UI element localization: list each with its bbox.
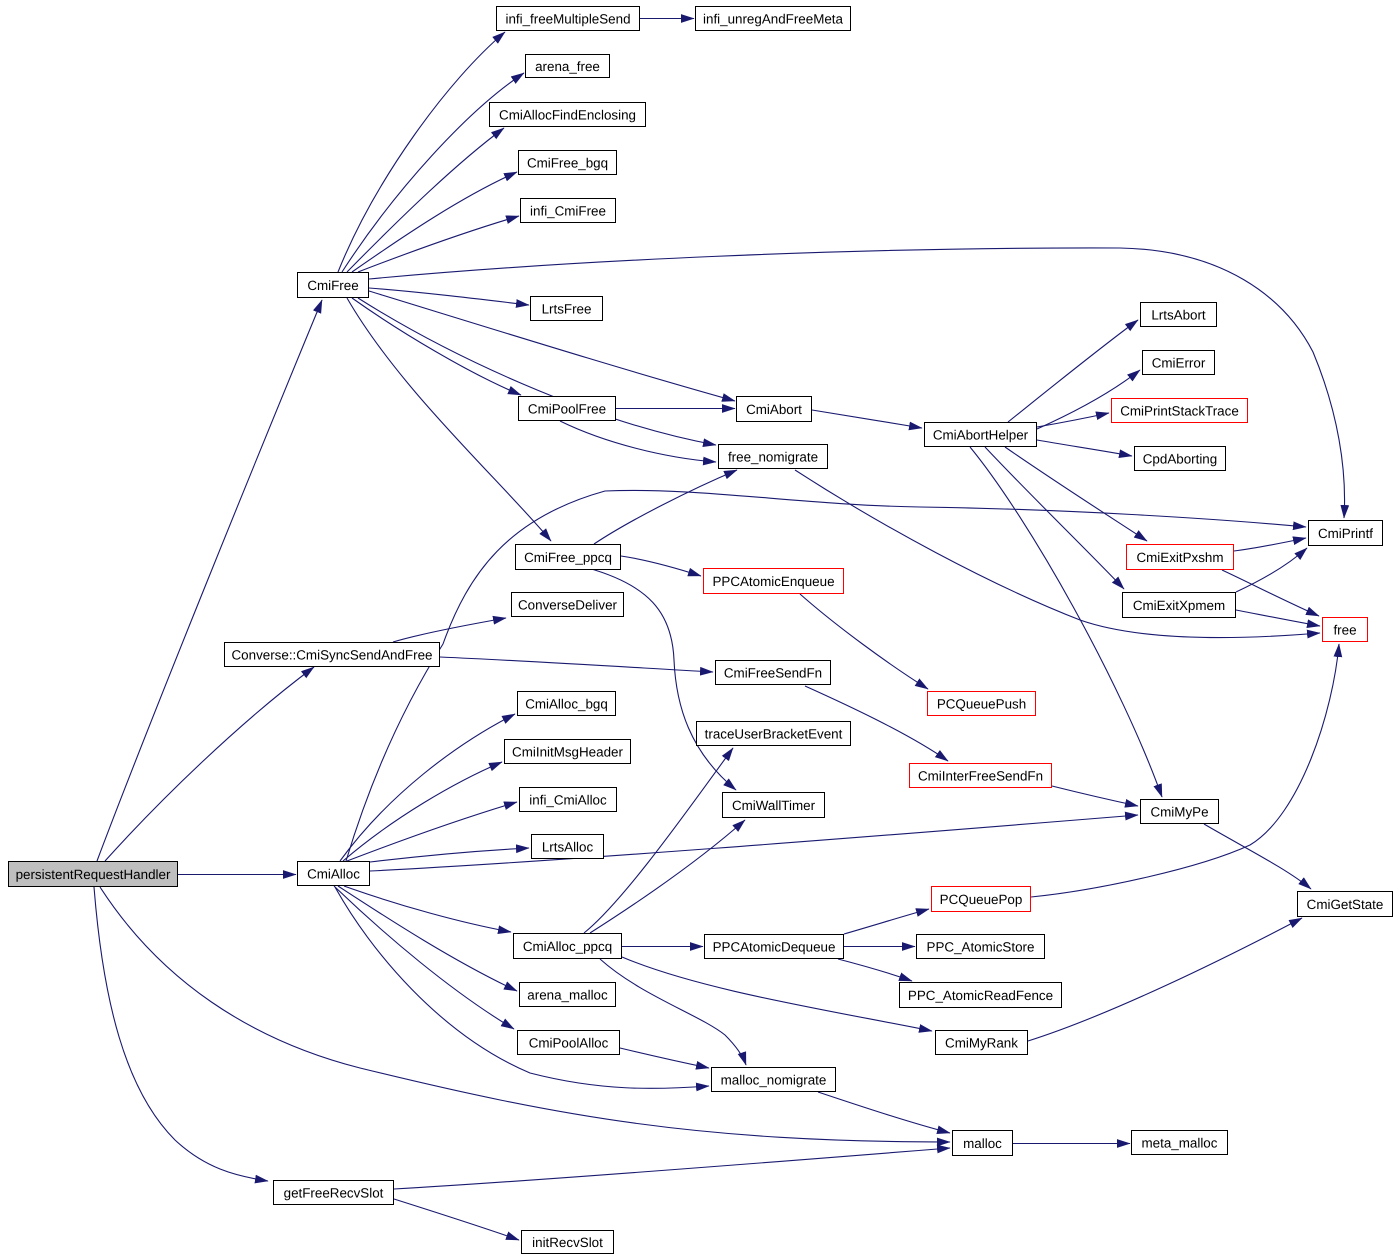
svg-text:LrtsAbort: LrtsAbort xyxy=(1151,307,1206,322)
svg-text:infi_freeMultipleSend: infi_freeMultipleSend xyxy=(505,11,630,26)
svg-text:CmiAllocFindEnclosing: CmiAllocFindEnclosing xyxy=(499,107,636,122)
svg-text:CmiFree: CmiFree xyxy=(307,278,358,293)
svg-text:CmiAlloc_ppcq: CmiAlloc_ppcq xyxy=(523,939,612,954)
svg-text:CmiAbort: CmiAbort xyxy=(746,402,802,417)
svg-text:CmiInterFreeSendFn: CmiInterFreeSendFn xyxy=(918,768,1043,783)
svg-text:CmiPrintf: CmiPrintf xyxy=(1318,526,1373,541)
svg-text:CmiMyPe: CmiMyPe xyxy=(1150,804,1208,819)
svg-text:CmiAlloc: CmiAlloc xyxy=(307,866,360,881)
svg-text:PPC_AtomicStore: PPC_AtomicStore xyxy=(927,939,1035,954)
svg-text:free: free xyxy=(1333,622,1356,637)
svg-text:PCQueuePop: PCQueuePop xyxy=(940,892,1023,907)
svg-text:infi_unregAndFreeMeta: infi_unregAndFreeMeta xyxy=(703,11,843,26)
svg-text:CmiExitXpmem: CmiExitXpmem xyxy=(1133,598,1225,613)
svg-text:CmiGetState: CmiGetState xyxy=(1307,897,1384,912)
svg-text:CmiError: CmiError xyxy=(1152,355,1206,370)
svg-text:CmiPoolAlloc: CmiPoolAlloc xyxy=(529,1035,609,1050)
svg-text:infi_CmiAlloc: infi_CmiAlloc xyxy=(529,792,607,807)
svg-text:traceUserBracketEvent: traceUserBracketEvent xyxy=(705,726,843,741)
svg-text:initRecvSlot: initRecvSlot xyxy=(532,1235,603,1250)
svg-text:CmiFree_bgq: CmiFree_bgq xyxy=(527,155,608,170)
svg-text:CmiFreeSendFn: CmiFreeSendFn xyxy=(724,665,822,680)
svg-text:LrtsAlloc: LrtsAlloc xyxy=(542,839,594,854)
svg-text:ConverseDeliver: ConverseDeliver xyxy=(518,597,618,612)
svg-text:malloc_nomigrate: malloc_nomigrate xyxy=(721,1072,827,1087)
svg-text:CpdAborting: CpdAborting xyxy=(1143,451,1217,466)
svg-text:meta_malloc: meta_malloc xyxy=(1142,1135,1218,1150)
svg-text:PPCAtomicDequeue: PPCAtomicDequeue xyxy=(713,939,836,954)
svg-text:CmiExitPxshm: CmiExitPxshm xyxy=(1136,550,1223,565)
svg-text:infi_CmiFree: infi_CmiFree xyxy=(530,203,606,218)
svg-text:CmiInitMsgHeader: CmiInitMsgHeader xyxy=(512,744,623,759)
svg-text:persistentRequestHandler: persistentRequestHandler xyxy=(16,867,171,882)
svg-text:CmiPoolFree: CmiPoolFree xyxy=(528,401,606,416)
svg-text:CmiWallTimer: CmiWallTimer xyxy=(732,798,816,813)
svg-text:PCQueuePush: PCQueuePush xyxy=(937,696,1026,711)
svg-text:CmiPrintStackTrace: CmiPrintStackTrace xyxy=(1120,403,1239,418)
svg-text:Converse::CmiSyncSendAndFree: Converse::CmiSyncSendAndFree xyxy=(232,647,433,662)
svg-text:CmiAlloc_bgq: CmiAlloc_bgq xyxy=(525,696,608,711)
svg-text:arena_free: arena_free xyxy=(535,59,600,74)
svg-text:CmiFree_ppcq: CmiFree_ppcq xyxy=(524,550,612,565)
svg-text:PPCAtomicEnqueue: PPCAtomicEnqueue xyxy=(712,574,834,589)
svg-text:malloc: malloc xyxy=(963,1136,1002,1151)
svg-text:getFreeRecvSlot: getFreeRecvSlot xyxy=(284,1185,384,1200)
svg-text:PPC_AtomicReadFence: PPC_AtomicReadFence xyxy=(908,988,1053,1003)
svg-text:free_nomigrate: free_nomigrate xyxy=(728,449,818,464)
svg-text:CmiAbortHelper: CmiAbortHelper xyxy=(933,427,1029,442)
svg-text:arena_malloc: arena_malloc xyxy=(527,987,608,1002)
svg-text:LrtsFree: LrtsFree xyxy=(542,301,592,316)
svg-text:CmiMyRank: CmiMyRank xyxy=(945,1035,1018,1050)
